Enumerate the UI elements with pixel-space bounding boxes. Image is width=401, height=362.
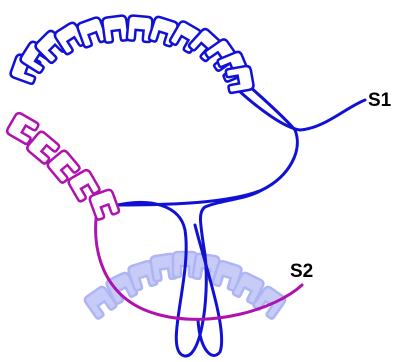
- label-s1: S1: [368, 90, 392, 111]
- blue-strand-inner-loop: [193, 223, 224, 357]
- blue-bead-arc: [8, 13, 256, 95]
- blue-bead: [100, 13, 131, 45]
- blue-strand-upper-loop: [116, 76, 299, 207]
- magenta-bead-arc: [4, 110, 121, 222]
- blue-strand-left-drop: [116, 188, 264, 358]
- blue-strand-to-s1: [236, 88, 367, 132]
- label-s2: S2: [290, 261, 313, 282]
- magenta-strand-to-s2: [94, 203, 304, 321]
